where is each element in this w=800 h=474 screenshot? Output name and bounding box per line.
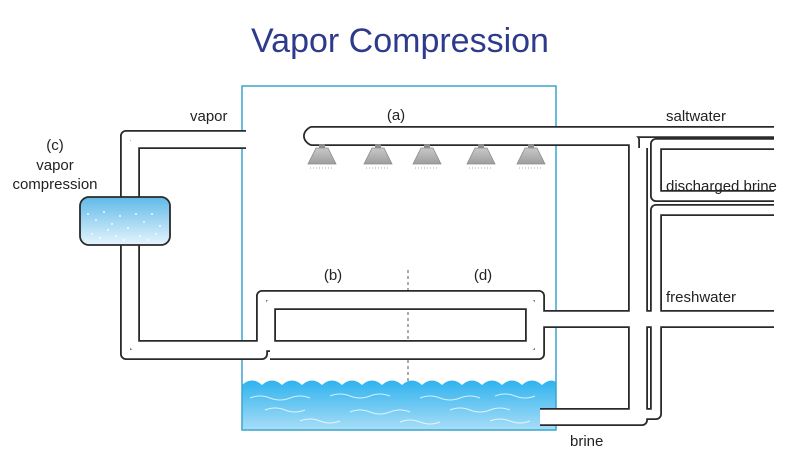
- label-saltwater: saltwater: [666, 108, 726, 125]
- label-freshwater: freshwater: [666, 289, 736, 306]
- spray-nozzle: [412, 144, 442, 169]
- diagram-title: Vapor Compression: [251, 22, 549, 60]
- label-c-compression: compression: [12, 176, 97, 193]
- pipe-network: [120, 126, 774, 426]
- label-a: (a): [387, 107, 405, 124]
- brine-pool: [242, 380, 556, 430]
- spray-nozzles: [307, 144, 546, 169]
- spray-nozzle: [516, 144, 546, 169]
- label-c-vapor: vapor: [36, 157, 74, 174]
- label-b: (b): [324, 267, 342, 284]
- label-brine: brine: [570, 433, 603, 450]
- label-vapor: vapor: [190, 108, 228, 125]
- label-discharged-brine: discharged brine: [666, 178, 777, 195]
- spray-nozzle: [466, 144, 496, 169]
- label-c: (c): [46, 137, 64, 154]
- spray-nozzle: [363, 144, 393, 169]
- spray-nozzle: [307, 144, 337, 169]
- evaporator-vessel: [241, 85, 557, 431]
- label-d: (d): [474, 267, 492, 284]
- vapor-compressor: [79, 196, 171, 246]
